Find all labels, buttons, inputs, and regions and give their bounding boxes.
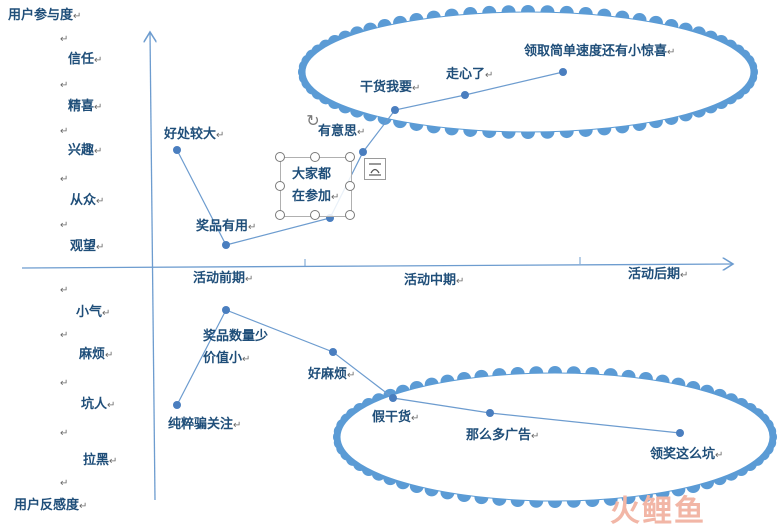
resize-handle[interactable] (310, 152, 320, 162)
level-label: 小气↵ (76, 305, 111, 320)
lower-path-label: 假干货↵ (372, 410, 420, 425)
level-label: 麻烦↵ (79, 347, 114, 362)
upper-point (359, 148, 367, 156)
y-axis (150, 32, 155, 501)
level-label: 观望↵ (70, 239, 105, 254)
x-phase-label: 活动中期↵ (404, 273, 465, 288)
return-mark: ↵ (60, 174, 69, 185)
x-phase-label: 活动后期↵ (628, 267, 689, 282)
cloud-body (339, 372, 771, 502)
upper-path-label: 奖品有用↵ (196, 219, 257, 234)
lower-path-label: 那么多广告↵ (466, 428, 540, 443)
level-label: 坑人↵ (81, 397, 116, 412)
level-label: 拉黑↵ (83, 453, 118, 468)
lower-point (173, 401, 181, 409)
upper-point (222, 241, 230, 249)
layout-options-icon[interactable] (364, 158, 386, 180)
return-mark: ↵ (60, 285, 69, 296)
lower-path-label: 领奖这么坑↵ (650, 447, 724, 462)
resize-handle[interactable] (275, 181, 285, 191)
lower-point (222, 306, 230, 314)
y-axis-bottom-title: 用户反感度↵ (14, 498, 88, 513)
lower-cloud-ellipse (333, 366, 777, 508)
text-box-content: 大家都 在参加↵ (292, 167, 340, 204)
y-axis-top-title: 用户参与度↵ (8, 8, 82, 23)
lower-point (389, 394, 397, 402)
return-mark: ↵ (60, 478, 69, 489)
x-axis (21, 264, 733, 268)
upper-path-points (173, 68, 567, 249)
resize-handle[interactable] (345, 181, 355, 191)
level-label: 从众↵ (70, 193, 105, 208)
lower-path-label: 奖品数量少 (203, 329, 269, 344)
level-label: 精喜↵ (68, 99, 103, 114)
lower-point (676, 429, 684, 437)
rotate-handle-icon[interactable]: ↻ (306, 111, 320, 130)
lower-path-label: 好麻烦↵ (308, 367, 356, 382)
upper-point (173, 146, 181, 154)
return-mark: ↵ (60, 330, 69, 341)
return-mark: ↵ (60, 80, 69, 91)
resize-handle[interactable] (345, 152, 355, 162)
lower-path-label: 价值小↵ (203, 351, 251, 366)
upper-path-label: 有意思↵ (318, 124, 366, 139)
return-mark: ↵ (60, 34, 69, 45)
level-label: 兴趣↵ (68, 143, 103, 158)
upper-path-label: 好处较大↵ (164, 127, 225, 142)
resize-handle[interactable] (310, 210, 320, 220)
level-label: 信任↵ (68, 52, 103, 67)
resize-handle[interactable] (275, 152, 285, 162)
upper-path-label: 走心了↵ (446, 67, 494, 82)
upper-point (391, 106, 399, 114)
resize-handle[interactable] (345, 210, 355, 220)
upper-point (559, 68, 567, 76)
upper-path-label: 领取简单速度还有小惊喜↵ (524, 44, 676, 59)
selected-text-box[interactable]: 大家都 在参加↵ (280, 157, 352, 217)
watermark-logo: 火鲤鱼 (610, 494, 706, 529)
x-phase-label: 活动前期↵ (193, 271, 254, 286)
lower-path-line (176, 309, 681, 434)
lower-path-label: 纯粹骗关注↵ (168, 417, 242, 432)
return-mark: ↵ (60, 126, 69, 137)
lower-path-points (173, 306, 684, 437)
return-mark: ↵ (60, 378, 69, 389)
lower-point (329, 348, 337, 356)
upper-point (461, 91, 469, 99)
cloud-body (304, 11, 752, 133)
return-mark: ↵ (60, 220, 69, 231)
return-mark: ↵ (60, 428, 69, 439)
upper-cloud-ellipse (298, 5, 758, 139)
upper-path-label: 干货我要↵ (360, 80, 421, 95)
resize-handle[interactable] (275, 210, 285, 220)
lower-point (486, 409, 494, 417)
